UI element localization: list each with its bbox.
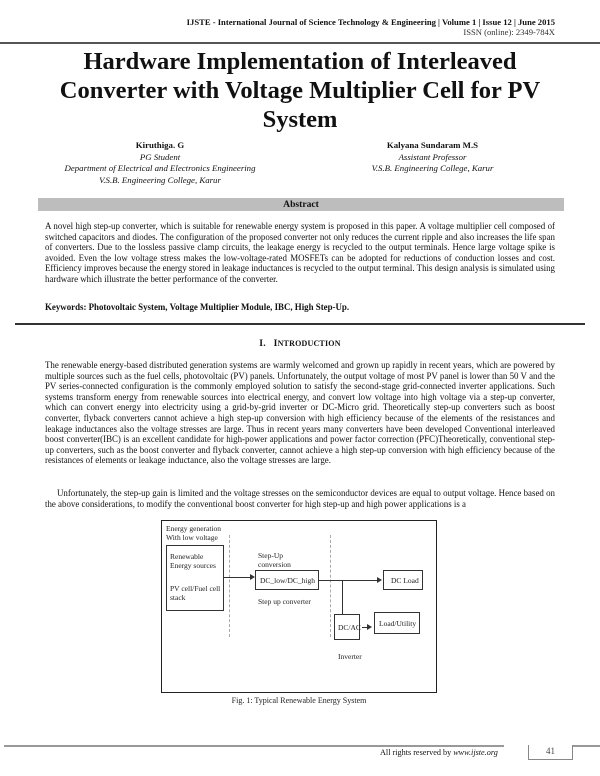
footer-divider-right (573, 745, 600, 747)
abstract-text: A novel high step-up converter, which is… (45, 221, 555, 284)
source-line-4: stack (170, 593, 186, 602)
author-department: Department of Electrical and Electronics… (64, 163, 256, 173)
arrow-head-icon (377, 577, 382, 583)
author-role: Assistant Professor (398, 151, 467, 162)
converter-box-label: DC_low/DC_high (260, 576, 316, 585)
source-line-3: PV cell/Fuel cell (170, 584, 221, 593)
dc-load-label: DC Load (391, 576, 419, 585)
issn: ISSN (online): 2349-784X (463, 27, 555, 37)
stepup-label-line1: Step-Up (258, 551, 283, 560)
renewable-source-box: Renewable Energy sources PV cell/Fuel ce… (166, 545, 224, 611)
figure-caption: Fig. 1: Typical Renewable Energy System (231, 696, 367, 705)
figure-renewable-energy-system: Energy generation With low voltage Renew… (161, 520, 437, 693)
stepup-label-line2: conversion (258, 560, 291, 569)
author-affiliation: V.S.B. Engineering College, Karur (99, 174, 221, 185)
section-heading-introduction: I. INTRODUCTION (0, 338, 600, 349)
source-line-2: Energy sources (170, 561, 216, 570)
section-title-rest: NTRODUCTION (277, 339, 341, 348)
intro-paragraph-2: Unfortunately, the step-up gain is limit… (45, 488, 555, 509)
energy-generation-label-line1: Energy generation (166, 524, 222, 533)
author-1: Kiruthiga. G PG Student Department of El… (30, 140, 290, 186)
dcac-inverter-box: DC/AC (334, 614, 361, 640)
converter-box: DC_low/DC_high (255, 570, 319, 590)
arrow-converter-to-dc-load (319, 580, 379, 581)
page-number: 41 (528, 745, 573, 760)
dc-load-box: DC Load (383, 570, 423, 590)
paper-title: Hardware Implementation of Interleaved C… (59, 48, 541, 133)
intro-paragraph-1: The renewable energy-based distributed g… (45, 360, 555, 466)
source-box-text-1: Renewable Energy sources (170, 552, 216, 570)
journal-citation: IJSTE - International Journal of Science… (186, 17, 555, 27)
footer-divider (4, 745, 504, 747)
stage-divider-1 (229, 535, 230, 637)
stage-divider-2 (330, 535, 331, 637)
energy-generation-label-line2: With low voltage (166, 533, 218, 542)
arrow-source-to-converter (224, 577, 252, 578)
author-name: Kiruthiga. G (135, 140, 185, 150)
arrow-inverter-to-load (362, 627, 369, 628)
authors-block: Kiruthiga. G PG Student Department of El… (30, 140, 570, 200)
section-number: I. (259, 338, 266, 349)
keywords-divider (15, 323, 585, 325)
rights-text: All rights reserved by (380, 748, 454, 757)
arrow-head-icon (250, 574, 255, 580)
author-role: PG Student (139, 151, 181, 162)
keywords: Keywords: Photovoltaic System, Voltage M… (45, 302, 350, 312)
footer-rights: All rights reserved by www.ijste.org (380, 748, 498, 757)
stepup-conversion-label: Step-Up conversion (258, 551, 291, 569)
energy-generation-label: Energy generation With low voltage (166, 524, 221, 542)
source-line-1: Renewable (170, 552, 204, 561)
author-name: Kalyana Sundaram M.S (386, 140, 479, 150)
author-2: Kalyana Sundaram M.S Assistant Professor… (300, 140, 565, 175)
header-divider (0, 42, 600, 44)
converter-caption: Step up converter (258, 597, 311, 606)
abstract-heading: Abstract (38, 198, 564, 211)
source-box-text-2: PV cell/Fuel cell stack (170, 584, 220, 602)
journal-header: IJSTE - International Journal of Science… (187, 17, 555, 37)
journal-url-link[interactable]: www.ijste.org (453, 748, 498, 757)
load-utility-label: Load/Utility (379, 619, 417, 628)
section-title-initial: I (273, 338, 278, 349)
branch-to-inverter (342, 580, 343, 614)
arrow-head-icon (367, 624, 372, 630)
dcac-label: DC/AC (338, 623, 361, 632)
author-affiliation: V.S.B. Engineering College, Karur (371, 163, 494, 173)
inverter-caption: Inverter (338, 652, 362, 661)
load-utility-box: Load/Utility (374, 612, 420, 634)
